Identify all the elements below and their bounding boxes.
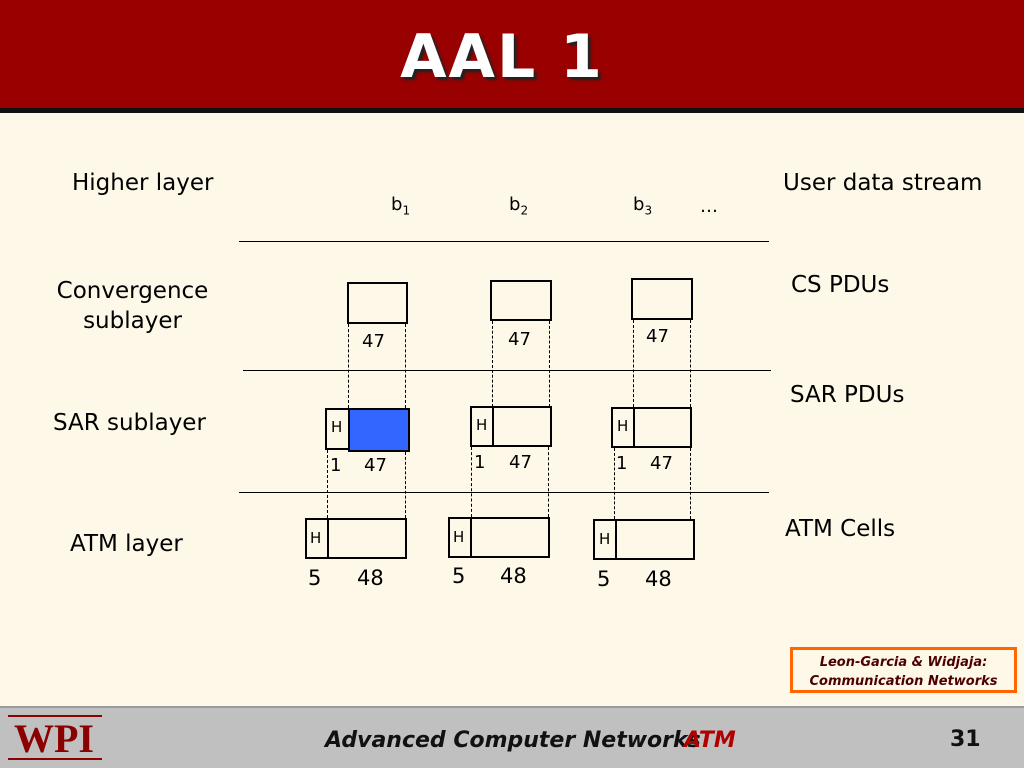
atm-payload-size: 48 <box>500 564 527 588</box>
label-atm-cells: ATM Cells <box>785 516 896 542</box>
atm-header-size: 5 <box>452 564 466 588</box>
atm-header-label: H <box>310 529 322 547</box>
sar-header-label: H <box>476 416 488 434</box>
atm-header-size: 5 <box>308 566 322 590</box>
footer-bar <box>0 708 1024 768</box>
sar-header-size: 1 <box>616 453 628 474</box>
atm-payload-box <box>470 517 550 558</box>
wpi-logo: WPI <box>6 712 106 764</box>
footer-course-title: Advanced Computer Networks <box>325 728 701 753</box>
cs-pdu-size: 47 <box>508 329 531 350</box>
atm-header-label: H <box>453 528 465 546</box>
wpi-logo-text: WPI <box>14 716 94 761</box>
divider-cs-sar <box>243 370 771 371</box>
label-atm-layer: ATM layer <box>70 531 183 557</box>
cs-pdu-box <box>490 280 552 321</box>
slide-title: AAL 1 <box>400 22 604 92</box>
stream-block-b1: b1 <box>391 194 411 218</box>
sar-payload-size: 47 <box>509 452 532 473</box>
label-convergence-line2: sublayer <box>83 308 182 334</box>
sar-payload-box <box>492 406 552 447</box>
title-bar <box>0 0 1024 108</box>
cs-pdu-box <box>347 282 408 324</box>
sar-header-label: H <box>331 418 343 436</box>
atm-payload-size: 48 <box>357 566 384 590</box>
cs-pdu-size: 47 <box>362 331 385 352</box>
title-divider <box>0 108 1024 113</box>
sar-payload-size: 47 <box>650 453 673 474</box>
guide-dash <box>690 448 691 519</box>
guide-dash <box>548 447 549 517</box>
atm-header-size: 5 <box>597 567 611 591</box>
label-sar-pdus: SAR PDUs <box>790 382 905 408</box>
citation-line1: Leon-Garcia & Widjaja: <box>819 655 988 670</box>
stream-block-b3: b3 <box>633 194 653 218</box>
label-cs-pdus: CS PDUs <box>791 272 890 298</box>
citation-line2: Communication Networks <box>809 674 998 689</box>
divider-higher-cs <box>239 241 769 242</box>
divider-sar-atm <box>239 492 769 493</box>
sar-header-label: H <box>617 417 629 435</box>
label-user-data-stream: User data stream <box>783 170 983 196</box>
label-sar-sublayer: SAR sublayer <box>53 410 206 436</box>
stream-block-b2: b2 <box>509 194 529 218</box>
cs-pdu-size: 47 <box>646 326 669 347</box>
guide-dash <box>471 447 472 517</box>
guide-dash <box>614 448 615 519</box>
guide-dash <box>549 321 550 407</box>
citation-box: Leon-Garcia & Widjaja: Communication Net… <box>790 647 1017 693</box>
sar-header-size: 1 <box>330 455 342 476</box>
guide-dash <box>690 320 691 407</box>
guide-dash <box>327 450 328 518</box>
guide-dash <box>348 324 349 408</box>
guide-dash <box>405 324 406 408</box>
page-number: 31 <box>950 727 981 752</box>
atm-payload-box <box>615 519 695 560</box>
sar-header-size: 1 <box>474 452 486 473</box>
guide-dash <box>633 320 634 407</box>
label-convergence-line1: Convergence <box>56 278 209 304</box>
cs-pdu-box <box>631 278 693 320</box>
label-higher-layer: Higher layer <box>72 170 214 196</box>
stream-ellipsis: … <box>700 196 718 217</box>
sar-payload-size: 47 <box>364 455 387 476</box>
atm-payload-size: 48 <box>645 567 672 591</box>
sar-payload-box <box>633 407 692 448</box>
guide-dash <box>405 452 406 518</box>
atm-payload-box <box>327 518 407 559</box>
guide-dash <box>492 321 493 407</box>
footer-topic: ATM <box>684 728 736 753</box>
atm-header-label: H <box>599 530 611 548</box>
sar-payload-box-highlighted <box>348 408 410 452</box>
